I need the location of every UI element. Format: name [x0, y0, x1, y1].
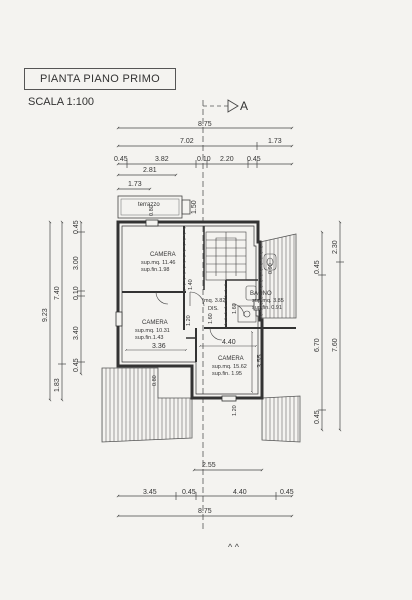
dim-inner-small-f: 0.80 — [149, 205, 155, 216]
dim-left-inner-b: 3.00 — [73, 256, 80, 270]
dim-inner-small-c: 1.60 — [208, 313, 214, 324]
camera2-area: sup.mq. 10.31 — [135, 328, 170, 334]
staircase — [205, 231, 247, 281]
section-letter: A — [240, 99, 248, 113]
dim-inner-small-g: 0.80 — [152, 375, 158, 386]
camera1-window: sup.fin.1.98 — [141, 267, 169, 273]
dim-top-row3-c: 0.10 — [197, 156, 211, 163]
roof-hatching — [101, 233, 301, 443]
dim-top-row4: 2.81 — [143, 167, 157, 174]
dim-right-total-a: 2.30 — [332, 240, 339, 254]
dim-top-row2-a: 7.02 — [180, 138, 194, 145]
dis-area: mq. 3.82 — [204, 298, 225, 304]
dim-top-row3-a: 0.45 — [114, 156, 128, 163]
window-marks — [115, 219, 261, 402]
left-dimensions — [48, 220, 85, 402]
dim-left-inner-d: 3.40 — [73, 326, 80, 340]
dim-inner-355: 3.55 — [257, 354, 264, 368]
room-bagno: BAGNO sup.mq. 3.85 sup.fin. 0.91 — [250, 291, 284, 311]
bagno-area: sup.mq. 3.85 — [252, 298, 284, 304]
bagno-name: BAGNO — [250, 291, 272, 297]
dim-right-inner-b: 6.70 — [314, 338, 321, 352]
dim-inner-440: 4.40 — [222, 339, 236, 346]
dim-right-inner-c: 0.45 — [314, 410, 321, 424]
top-dimensions — [116, 126, 294, 191]
dim-bottom-row1-b: 0.45 — [182, 489, 196, 496]
camera1-name: CAMERA — [150, 252, 176, 258]
dim-bottom-row1-a: 3.45 — [143, 489, 157, 496]
section-letter-bottom: ^ ^ — [228, 542, 240, 552]
section-line: A ^ ^ — [202, 99, 248, 552]
dim-right-inner-a: 0.45 — [314, 260, 321, 274]
dim-top-row5: 1.73 — [128, 181, 142, 188]
camera3-window: sup.fin. 1.95 — [212, 371, 242, 377]
room-camera-2: CAMERA sup.mq. 10.31 sup.fin.1.43 — [135, 320, 170, 341]
camera3-name: CAMERA — [218, 356, 244, 362]
room-camera-1: CAMERA sup.mq. 11.46 sup.fin.1.98 — [141, 252, 176, 273]
dim-left-inner-e: 0.45 — [73, 358, 80, 372]
dim-left-total: 9.23 — [42, 308, 49, 322]
inner-dimensions — [124, 330, 258, 394]
terrace-label: terrazzo — [138, 202, 160, 208]
dim-bottom-row1-c: 4.40 — [233, 489, 247, 496]
dim-top-row3-b: 3.82 — [155, 156, 169, 163]
dim-right-total-b: 7.60 — [332, 338, 339, 352]
dim-top-row2-b: 1.73 — [268, 138, 282, 145]
room-camera-3: CAMERA sup.mq. 15.62 sup.fin. 1.95 — [212, 356, 247, 377]
bathroom-fixtures — [237, 253, 277, 323]
dim-bottom-255: 2.55 — [202, 462, 216, 469]
dim-inner-small-h: 1.20 — [232, 405, 238, 416]
dim-left-inner-a: 0.45 — [73, 220, 80, 234]
bagno-window: sup.fin. 0.91 — [252, 305, 282, 311]
camera2-name: CAMERA — [142, 320, 168, 326]
dim-top-row3-e: 0.45 — [247, 156, 261, 163]
dis-name: DIS. — [208, 306, 219, 312]
plan-title: PIANTA PIANO PRIMO — [24, 68, 176, 90]
bottom-dimensions — [116, 468, 294, 518]
plan-scale: SCALA 1:100 — [28, 96, 95, 108]
camera3-area: sup.mq. 15.62 — [212, 364, 247, 370]
dim-inner-small-e: 0.90 — [268, 263, 274, 274]
camera1-area: sup.mq. 11.46 — [141, 260, 175, 266]
dim-inner-small-b: 1.20 — [186, 315, 192, 326]
dim-left-mid-a: 7.40 — [54, 286, 61, 300]
dim-left-inner-c: 0.10 — [73, 286, 80, 300]
dim-top-total: 8.75 — [198, 121, 212, 128]
dim-inner-small-d: 1.60 — [232, 303, 238, 314]
dim-inner-small-a: 1.40 — [188, 279, 194, 290]
dim-left-mid-b: 1.83 — [54, 378, 61, 392]
dim-top-row3-d: 2.20 — [220, 156, 234, 163]
dim-bottom-row1-d: 0.45 — [280, 489, 294, 496]
right-dimensions — [318, 220, 344, 432]
camera2-window: sup.fin.1.43 — [135, 335, 163, 341]
terrace: terrazzo 1.50 — [117, 195, 198, 219]
room-dis: mq. 3.82 DIS. — [204, 298, 225, 312]
dim-inner-336: 3.36 — [152, 343, 166, 350]
wall-fill — [183, 226, 263, 328]
dim-bottom-total: 8.75 — [198, 508, 212, 515]
dim-balcony: 1.50 — [191, 200, 198, 214]
